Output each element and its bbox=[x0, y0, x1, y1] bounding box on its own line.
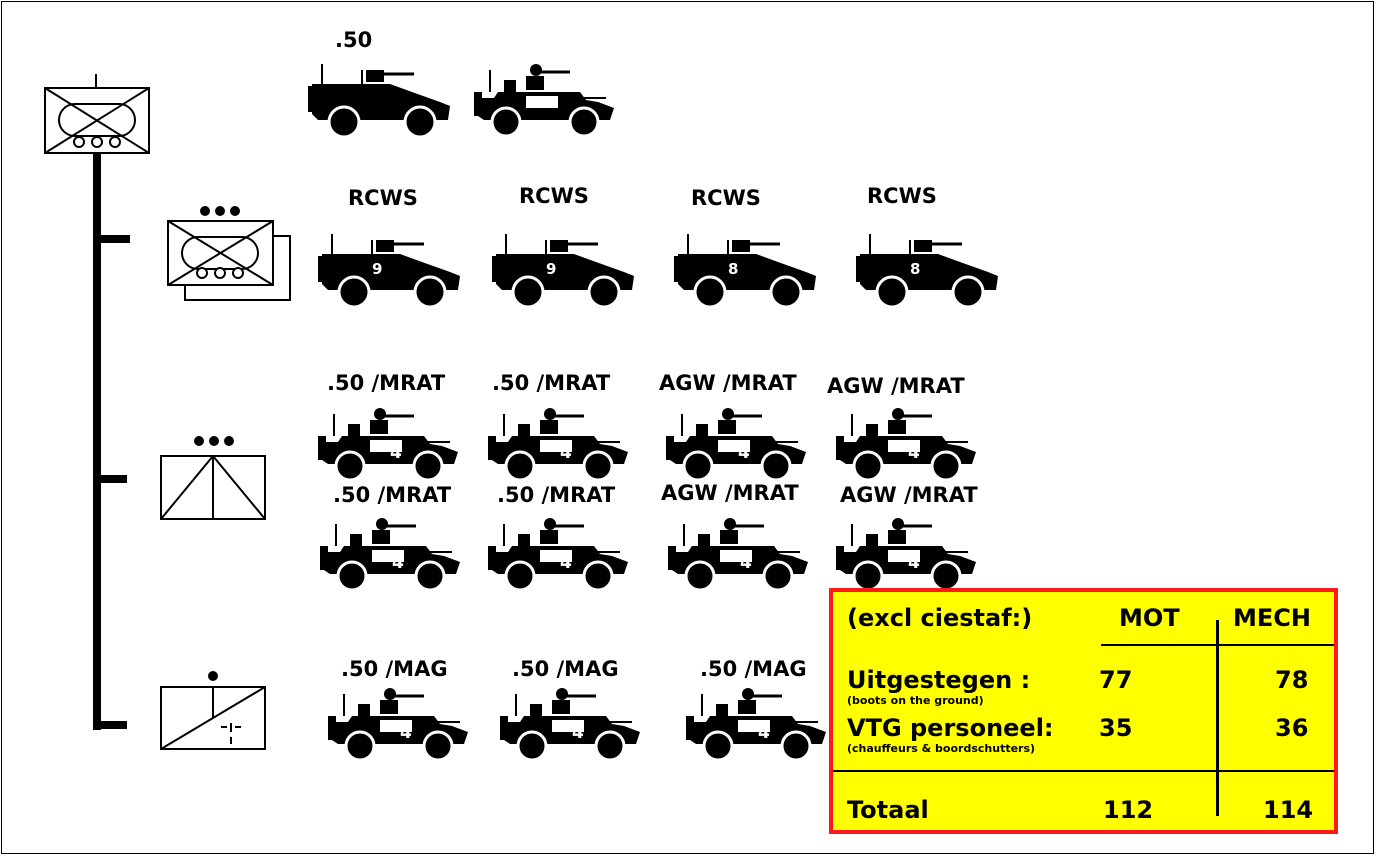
vehicle-weapon-label: .50 /MAG bbox=[341, 657, 448, 681]
vehicle-weapon-label: RCWS bbox=[348, 186, 418, 210]
vehicle-layer: 9 9 8 8 4 4 4 4 4 4 4 4 4 4 4 bbox=[306, 62, 1000, 762]
personnel-summary: (excl ciestaf:) MOT MECH Uitgestegen : (… bbox=[829, 588, 1338, 834]
vehicle-crew-number: 4 bbox=[908, 443, 920, 463]
vehicle-crew-number: 4 bbox=[572, 723, 584, 743]
vehicle-weapon-label: .50 /MRAT bbox=[497, 483, 616, 507]
vehicle-crew-number: 8 bbox=[910, 260, 920, 278]
jeep-icon: 4 bbox=[318, 516, 462, 592]
vehicle-weapon-label: AGW /MRAT bbox=[840, 483, 978, 507]
row-uitgestegen-label: Uitgestegen : bbox=[847, 666, 1031, 694]
vehicle-crew-number: 4 bbox=[392, 553, 404, 573]
jeep-icon: 4 bbox=[834, 406, 978, 482]
vehicle-weapon-label: AGW /MRAT bbox=[659, 371, 797, 395]
vehicle-crew-number: 8 bbox=[728, 260, 738, 278]
jeep-icon: 4 bbox=[326, 686, 470, 762]
jeep-icon: 4 bbox=[486, 516, 630, 592]
armored-truck-icon: 8 bbox=[672, 232, 818, 309]
vehicle-weapon-label: .50 /MRAT bbox=[327, 371, 446, 395]
vehicle-weapon-label: RCWS bbox=[867, 184, 937, 208]
vehicle-crew-number: 9 bbox=[372, 260, 382, 278]
vehicle-weapon-label: .50 /MAG bbox=[512, 657, 619, 681]
total-label: Totaal bbox=[847, 796, 929, 824]
vehicle-crew-number: 4 bbox=[738, 443, 750, 463]
vehicle-weapon-label: .50 /MAG bbox=[700, 657, 807, 681]
vehicle-crew-number: 4 bbox=[390, 443, 402, 463]
armored-truck-icon: 9 bbox=[490, 232, 636, 309]
column-divider bbox=[1216, 620, 1219, 816]
vehicle-crew-number: 4 bbox=[758, 723, 770, 743]
col-mot-header: MOT bbox=[1119, 604, 1180, 632]
col-mech-header: MECH bbox=[1233, 604, 1311, 632]
section-weapons-symbol bbox=[160, 671, 266, 750]
row-vtg-mech: 36 bbox=[1275, 714, 1309, 742]
vehicle-crew-number: 9 bbox=[546, 260, 556, 278]
jeep-icon: 4 bbox=[316, 406, 460, 482]
platoon-anti-armor-symbol bbox=[160, 436, 266, 520]
vehicle-crew-number: 4 bbox=[400, 723, 412, 743]
jeep-icon: 4 bbox=[834, 516, 978, 592]
jeep-icon: 4 bbox=[684, 686, 828, 762]
jeep-icon: 4 bbox=[666, 516, 810, 592]
summary-header: (excl ciestaf:) bbox=[847, 604, 1033, 632]
jeep-icon: 4 bbox=[664, 406, 808, 482]
armored-truck-icon bbox=[306, 62, 452, 139]
vehicle-weapon-label: RCWS bbox=[519, 184, 589, 208]
row-vtg-note: (chauffeurs & boordschutters) bbox=[847, 742, 1036, 755]
row-vtg-label: VTG personeel: bbox=[847, 714, 1054, 742]
vehicle-weapon-label: .50 /MRAT bbox=[492, 371, 611, 395]
vehicle-weapon-label: AGW /MRAT bbox=[661, 481, 799, 505]
vehicle-weapon-label: AGW /MRAT bbox=[827, 374, 965, 398]
vehicle-crew-number: 4 bbox=[560, 553, 572, 573]
armored-truck-icon: 9 bbox=[316, 232, 462, 309]
vehicle-crew-number: 4 bbox=[740, 553, 752, 573]
row-uitgestegen-mech: 78 bbox=[1275, 666, 1309, 694]
armored-truck-icon: 8 bbox=[854, 232, 1000, 309]
jeep-icon: 4 bbox=[498, 686, 642, 762]
platoon-armored-symbol bbox=[167, 206, 291, 301]
vehicle-weapon-label: .50 bbox=[335, 28, 373, 52]
vehicle-weapon-label: RCWS bbox=[691, 186, 761, 210]
row-uitgestegen-mot: 77 bbox=[1099, 666, 1133, 694]
hq-armored-symbol bbox=[44, 87, 150, 154]
vehicle-crew-number: 4 bbox=[560, 443, 572, 463]
jeep-icon: 4 bbox=[486, 406, 630, 482]
vehicle-crew-number: 4 bbox=[908, 553, 920, 573]
total-mech: 114 bbox=[1263, 796, 1314, 824]
row-vtg-mot: 35 bbox=[1099, 714, 1133, 742]
row-uitgestegen-note: (boots on the ground) bbox=[847, 694, 984, 707]
vehicle-weapon-label: .50 /MRAT bbox=[333, 483, 452, 507]
jeep-icon bbox=[472, 62, 616, 138]
total-divider bbox=[833, 770, 1334, 772]
total-mot: 112 bbox=[1103, 796, 1154, 824]
